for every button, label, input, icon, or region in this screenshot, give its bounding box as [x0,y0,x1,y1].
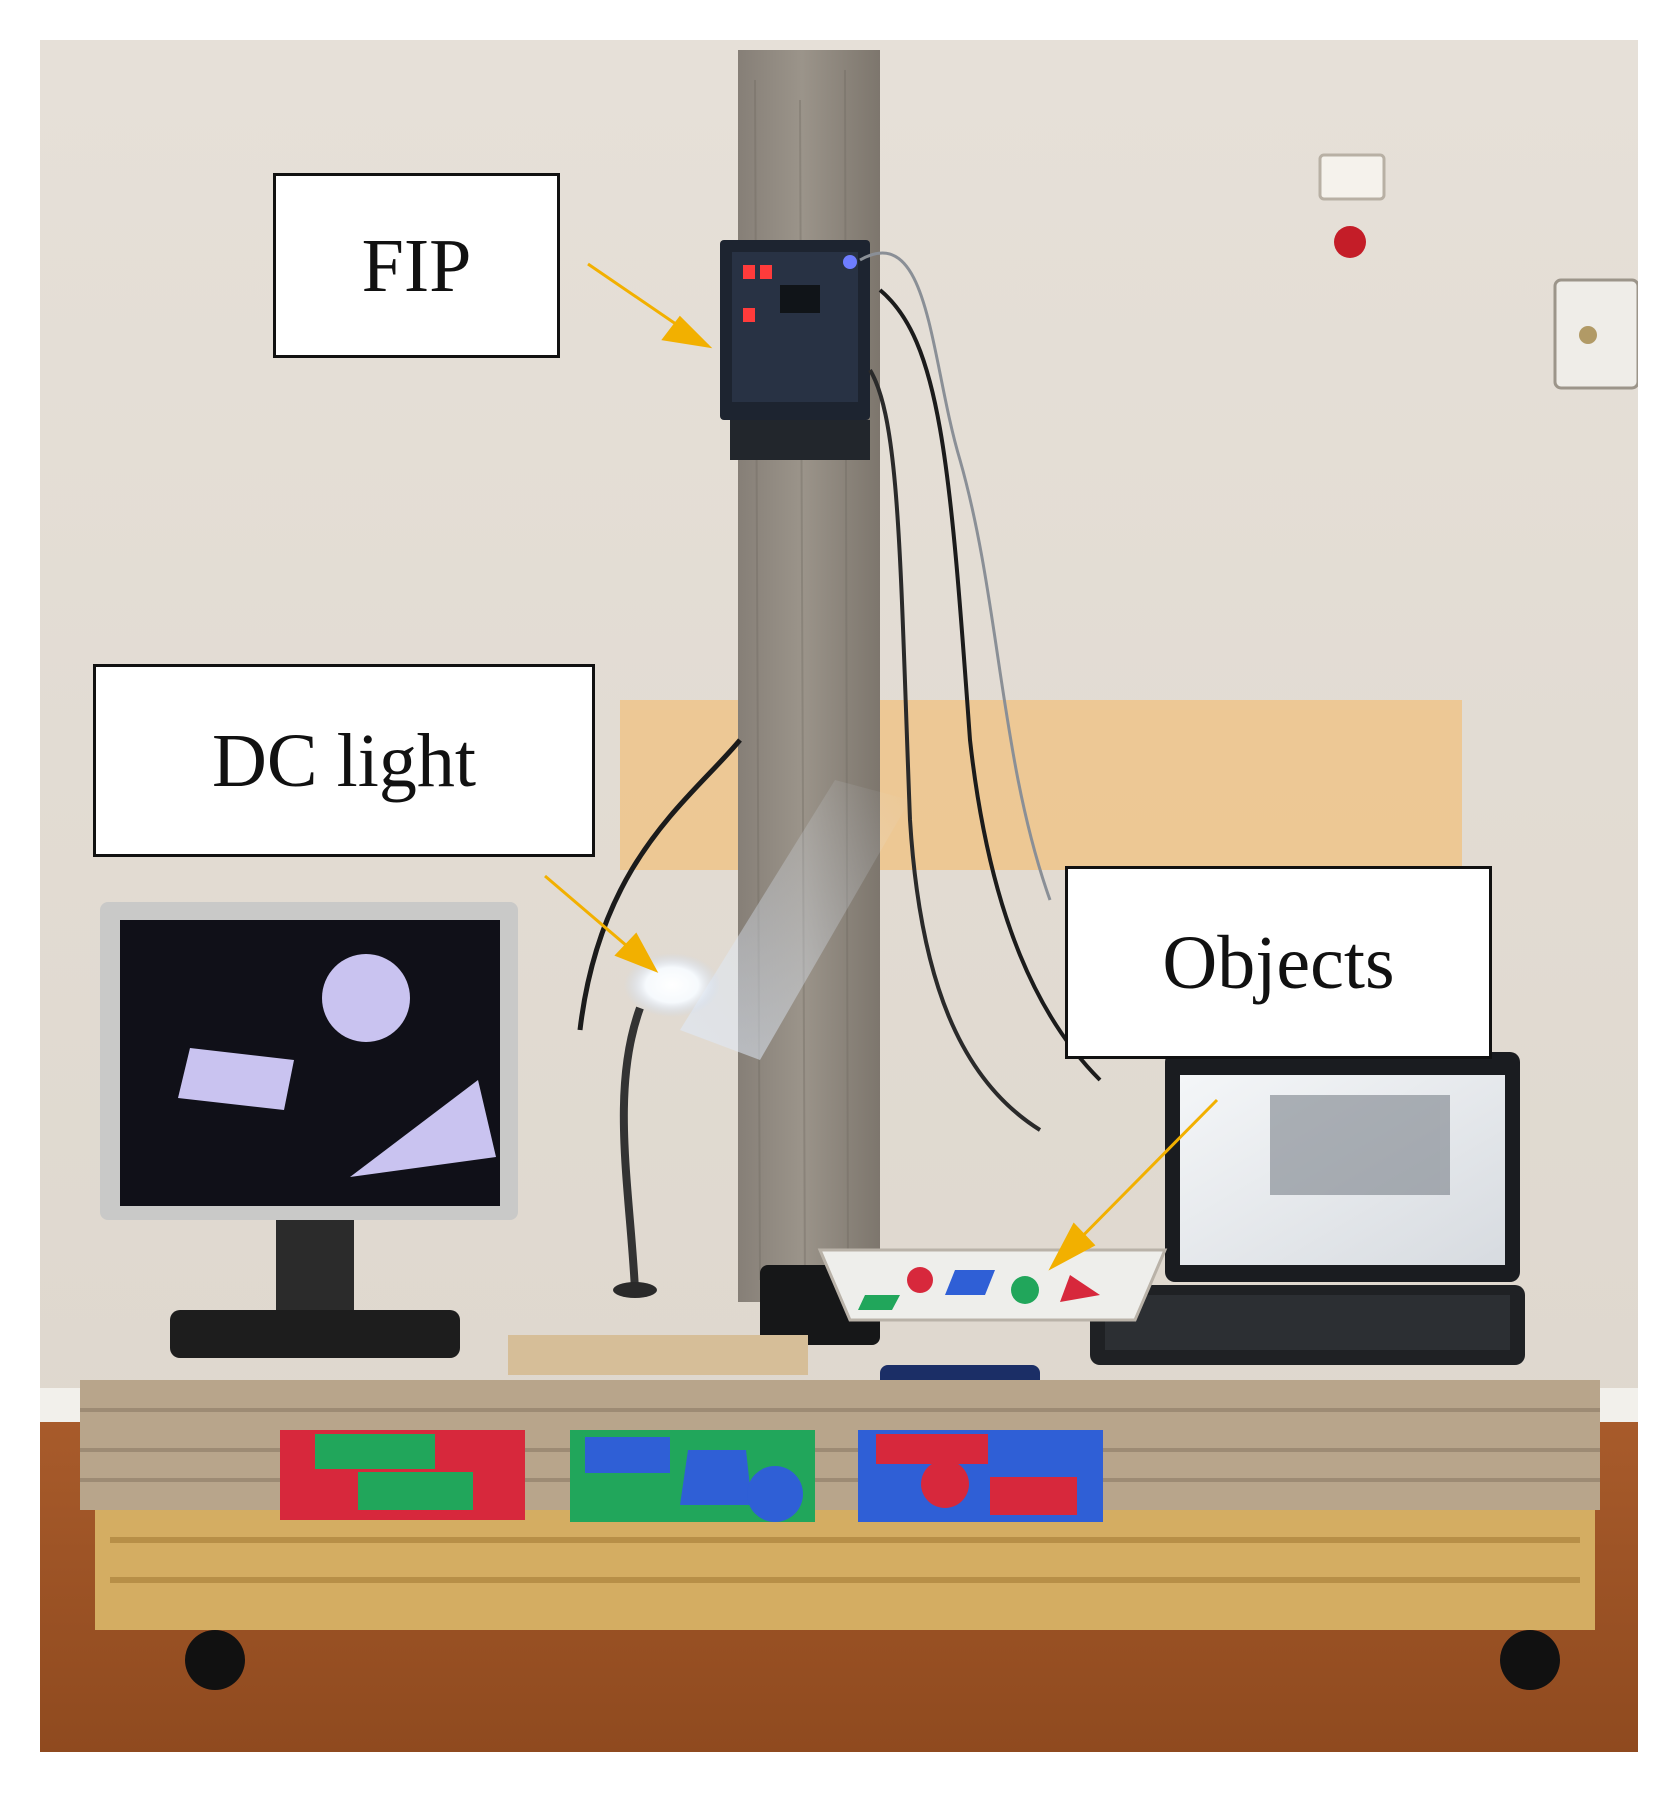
fpga-led [743,265,755,279]
tray-object [1060,1275,1100,1302]
fip-arrow-head [661,315,713,349]
monitor-stand [276,1220,354,1320]
tray-object [945,1270,995,1295]
pallet-base-slats [110,1537,1580,1583]
fpga-led [760,265,772,279]
lamp-base [613,1282,657,1298]
annotation-arrows [544,262,1219,1271]
monitor-base [170,1310,460,1358]
fip-label: FIP [361,223,472,308]
dc-light-arrow-head [614,932,659,973]
objects-label-box: Objects [1065,866,1492,1059]
tray-object [858,1295,900,1310]
cable [859,251,1052,901]
paper-green-shape [315,1434,435,1469]
wheel [1500,1630,1560,1690]
light-beam [680,780,910,1060]
paper-blue-shape [680,1450,752,1505]
base-board [508,1335,808,1375]
dc-light-label-box: DC light [93,664,595,857]
paper-green-shape [358,1472,473,1510]
paper-red-shape [876,1434,988,1464]
objects-label: Objects [1162,920,1395,1005]
object-tray [817,1248,1168,1322]
laptop-window [1270,1095,1450,1195]
paper-blue-shape [747,1466,803,1522]
paper-red-shape [990,1477,1077,1515]
cable [868,368,1042,1132]
wall-sensor [1318,153,1386,201]
lamp-cable [577,738,742,1031]
wall-alarm-icon [1334,226,1366,258]
cable [878,288,1102,1082]
wheel [185,1630,245,1690]
pallet-base [95,1510,1595,1630]
monitor-rectangle-shape [178,1048,294,1110]
fpga-chip [780,285,820,313]
fip-label-box: FIP [273,173,560,358]
lamp-head [624,953,720,1017]
wall-switch-icon [1579,326,1597,344]
tray-object [1011,1276,1039,1304]
dc-light-label: DC light [212,718,476,803]
paper-blue-shape [585,1437,670,1473]
fpga-led [743,308,755,322]
lamp-gooseneck [619,1006,644,1291]
tray-object [907,1267,933,1293]
fpga-status-led [843,255,857,269]
monitor-triangle-shape [350,1080,496,1177]
objects-arrow-head [1048,1222,1096,1271]
monitor-circle-shape [322,954,410,1042]
fpga-mount [730,420,870,460]
paper-red-shape [921,1460,969,1508]
laptop-keyboard [1105,1295,1510,1350]
